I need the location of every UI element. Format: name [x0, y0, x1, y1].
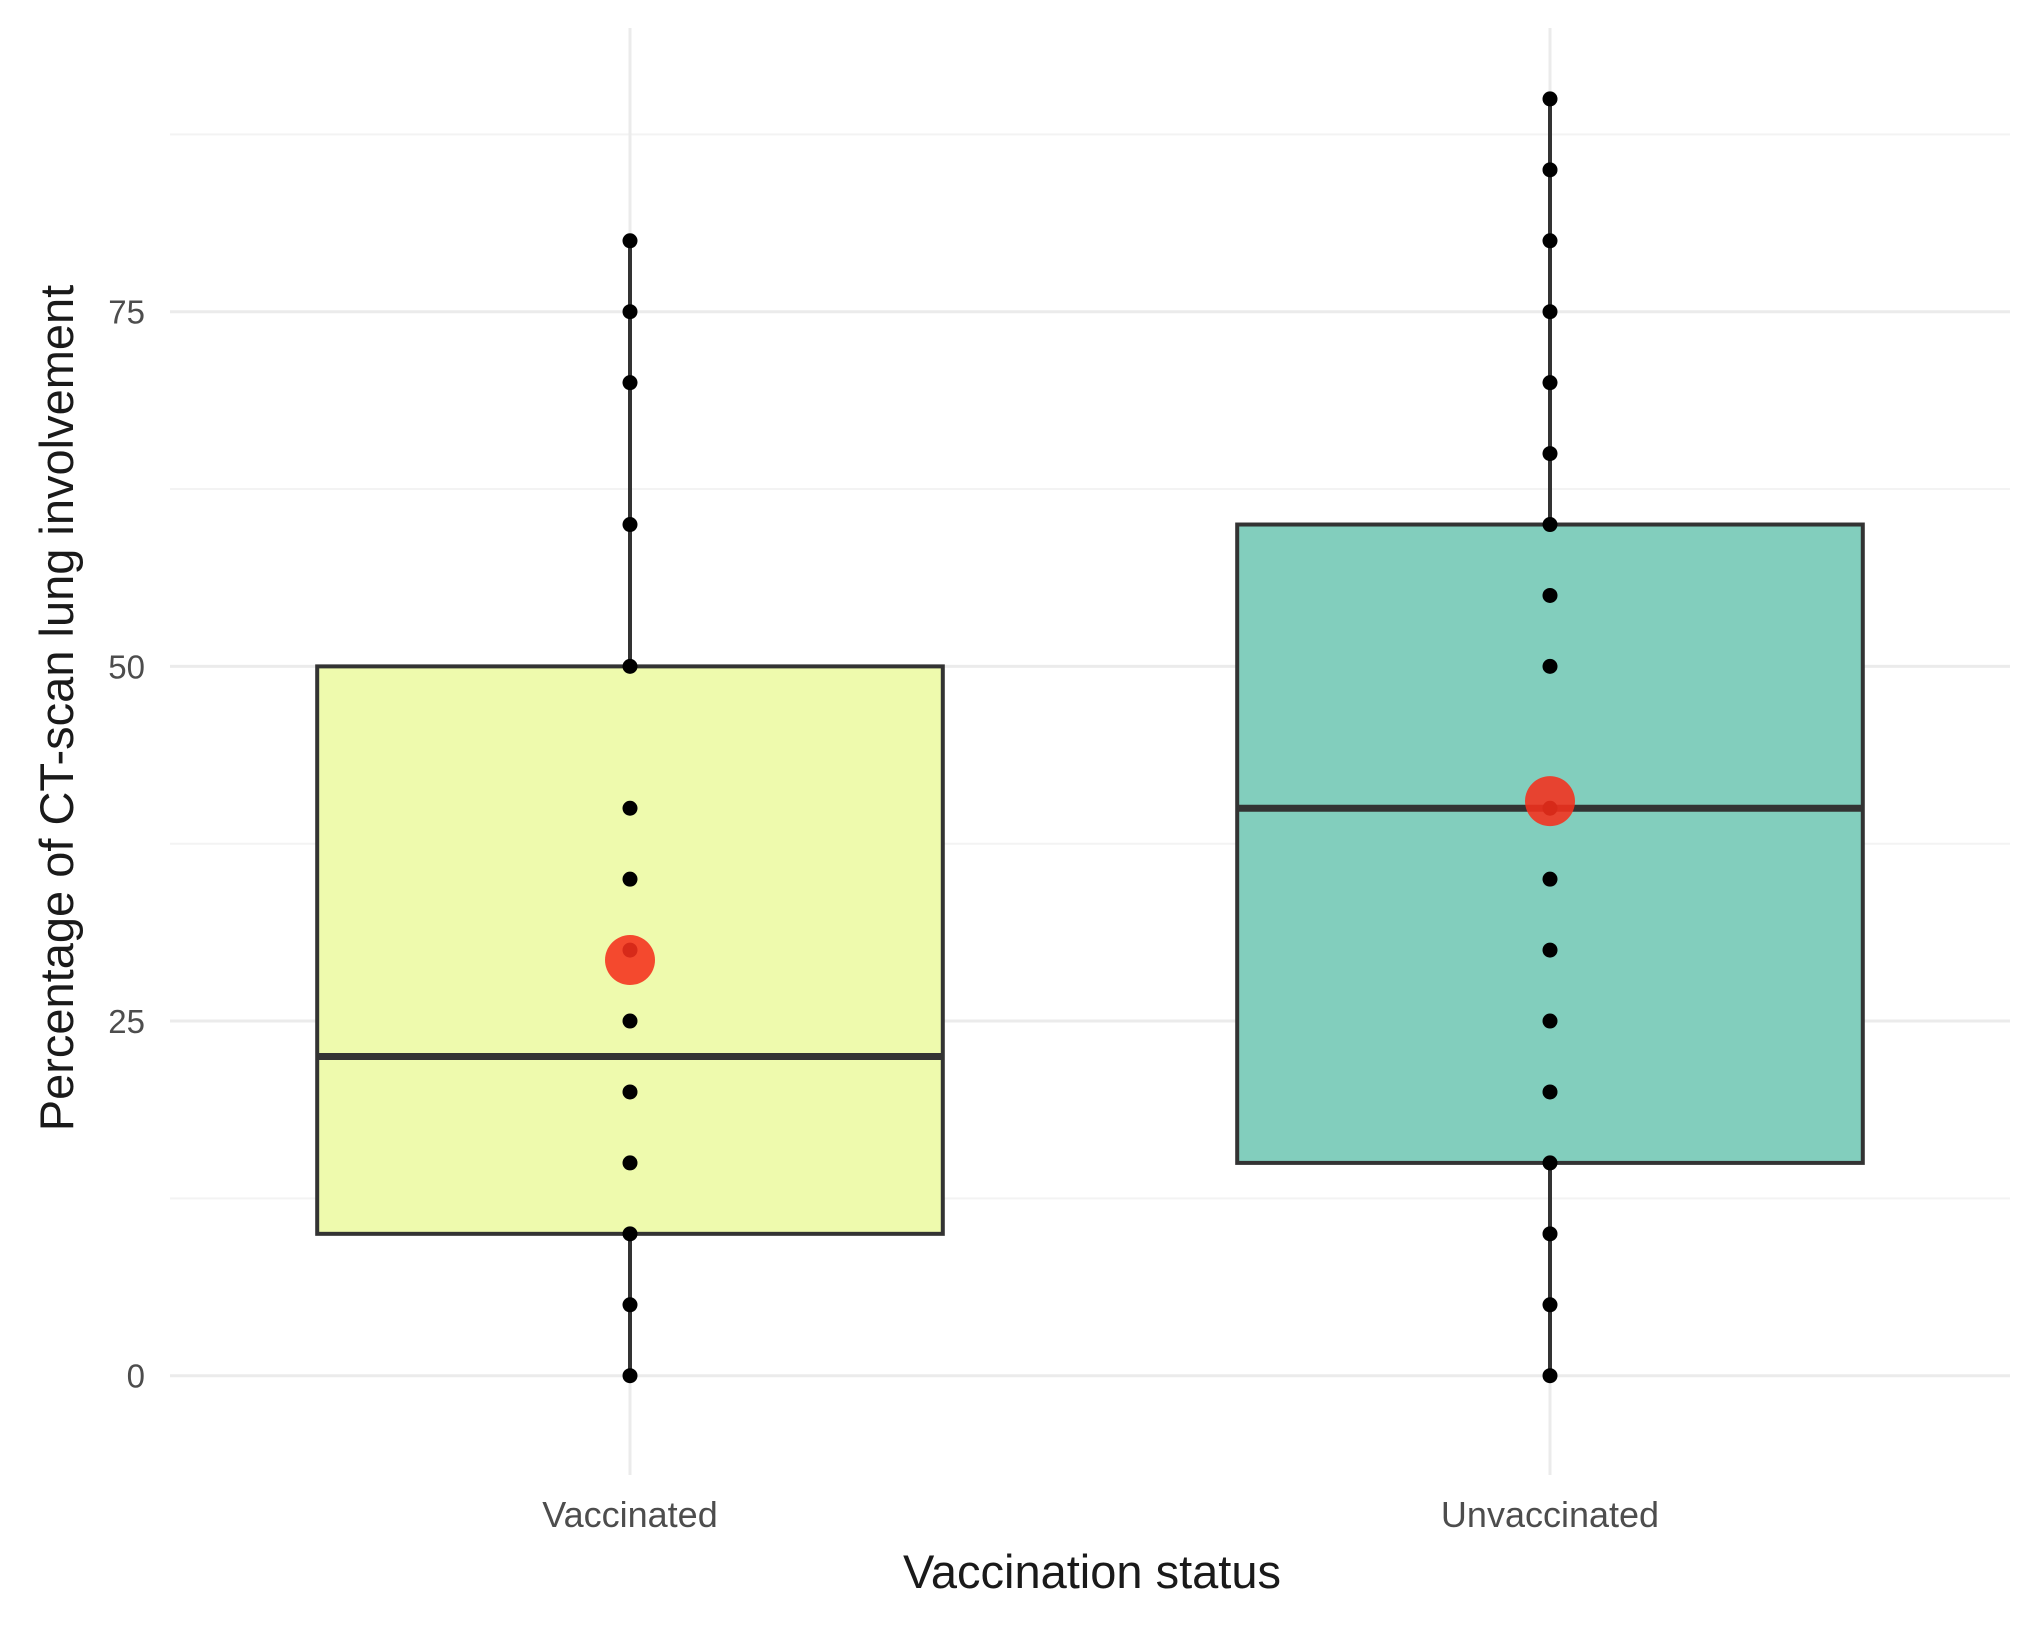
- data-point: [1542, 658, 1558, 674]
- y-tick-label: 0: [127, 1358, 145, 1395]
- data-point: [1542, 375, 1558, 391]
- data-point: [622, 800, 638, 816]
- data-point: [1542, 1084, 1558, 1100]
- data-point: [1542, 304, 1558, 320]
- x-tick-label: Vaccinated: [542, 1494, 717, 1535]
- box: [1235, 522, 1865, 1165]
- data-point: [1542, 446, 1558, 462]
- y-tick-label: 25: [108, 1003, 145, 1040]
- data-point: [1542, 91, 1558, 107]
- data-point: [1542, 871, 1558, 887]
- y-tick-label: 50: [108, 648, 145, 685]
- data-point: [1542, 587, 1558, 603]
- data-point: [622, 1297, 638, 1313]
- x-tick-label: Unvaccinated: [1441, 1494, 1659, 1535]
- data-point: [1542, 1155, 1558, 1171]
- data-point: [622, 658, 638, 674]
- data-point: [1542, 1297, 1558, 1313]
- data-point: [1542, 1368, 1558, 1384]
- data-point: [1542, 517, 1558, 533]
- data-point: [1542, 1013, 1558, 1029]
- box-layer: [315, 98, 1865, 1376]
- data-point: [622, 871, 638, 887]
- y-axis-ticks: 0 25 50 75: [108, 294, 145, 1395]
- data-point: [622, 1368, 638, 1384]
- data-point: [622, 1226, 638, 1242]
- y-axis-title: Percentage of CT-scan lung involvement: [30, 285, 83, 1131]
- data-point: [622, 304, 638, 320]
- data-point: [1542, 162, 1558, 178]
- data-point: [1542, 1226, 1558, 1242]
- data-point: [622, 517, 638, 533]
- x-axis-ticks: Vaccinated Unvaccinated: [542, 1494, 1659, 1535]
- mean-point: [605, 935, 655, 986]
- data-point: [622, 1084, 638, 1100]
- data-point: [622, 1013, 638, 1029]
- y-tick-label: 75: [108, 294, 145, 331]
- data-point: [1542, 233, 1558, 249]
- data-point: [1542, 942, 1558, 958]
- data-point: [622, 1155, 638, 1171]
- x-axis-title: Vaccination status: [903, 1545, 1281, 1598]
- mean-point: [1525, 776, 1575, 827]
- data-point: [622, 375, 638, 391]
- data-point: [622, 233, 638, 249]
- point-layer: [605, 91, 1575, 1384]
